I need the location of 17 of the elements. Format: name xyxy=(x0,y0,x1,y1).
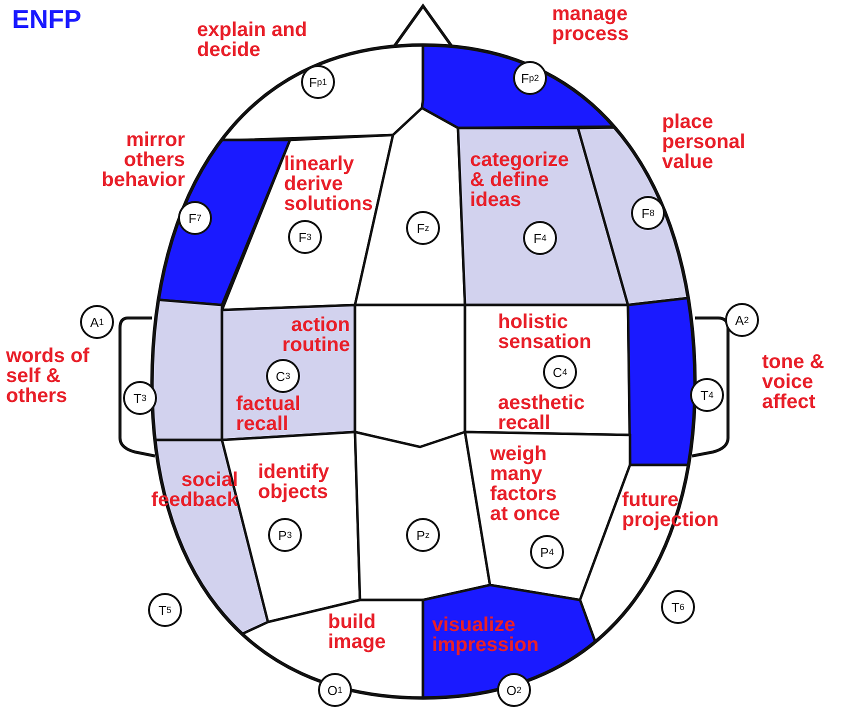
region-label: build image xyxy=(328,612,387,652)
diagram-title: ENFP xyxy=(12,4,82,35)
region-label: tone & voice affect xyxy=(762,352,826,412)
region-label: manage process xyxy=(552,4,630,44)
region-label: action routine xyxy=(281,315,350,355)
region-label: visualize impression xyxy=(432,615,540,655)
region-label: factual recall xyxy=(236,394,302,434)
region-label: aesthetic recall xyxy=(498,393,586,433)
region-label: identify objects xyxy=(258,462,330,502)
region-label: linearly derive solutions xyxy=(284,154,374,214)
region-label: categorize & define ideas xyxy=(470,150,570,210)
region-label: place personal value xyxy=(662,112,746,172)
region-label: words of self & others xyxy=(6,346,90,406)
region-label: holistic sensation xyxy=(498,312,592,352)
region-label: explain and decide xyxy=(197,20,308,60)
region-label: mirror others behavior xyxy=(100,130,185,190)
region-label: weigh many factors at once xyxy=(490,444,562,524)
